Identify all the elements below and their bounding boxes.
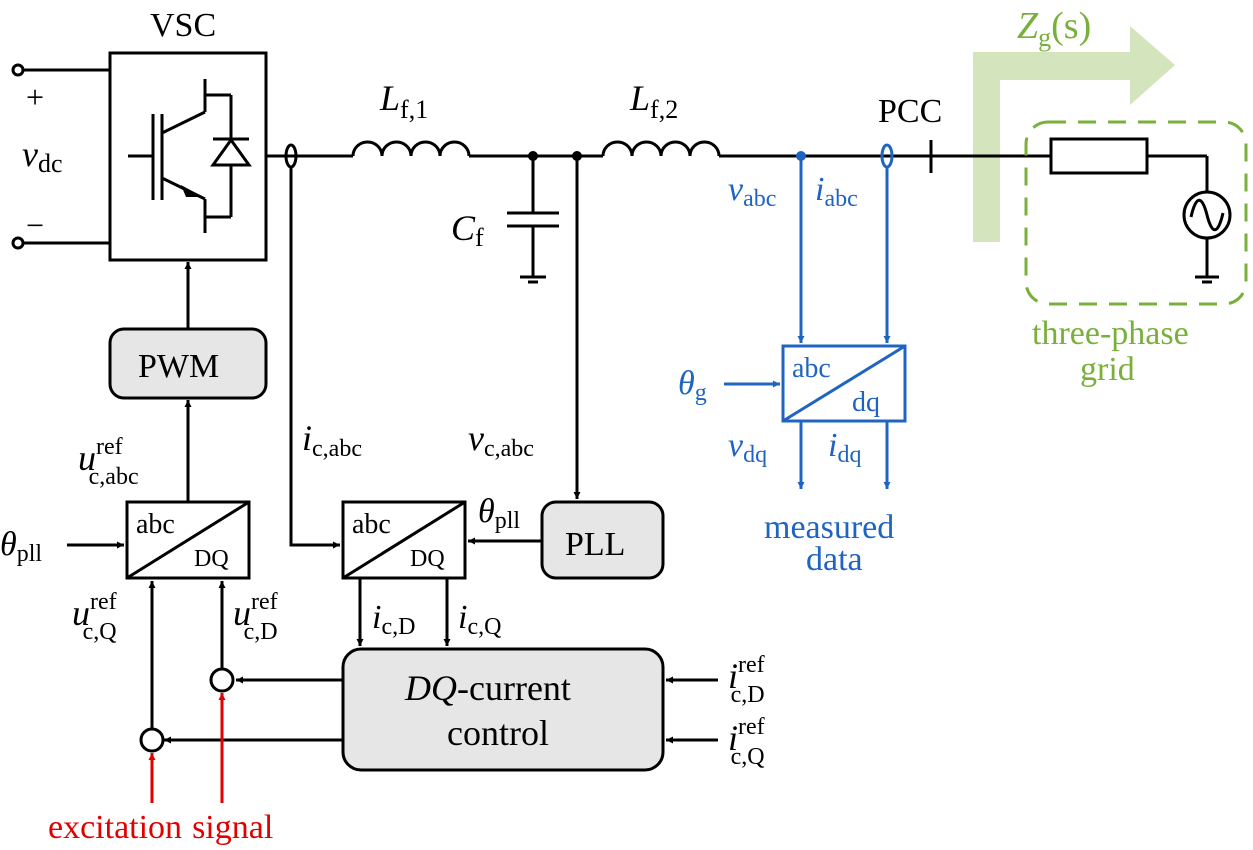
vdc-label: vdc [22, 134, 63, 178]
vsc-block [108, 51, 268, 262]
theta-g-label: θg [678, 365, 707, 406]
i-abc-label: iabc [815, 171, 858, 212]
dq-current-control-block [341, 647, 665, 772]
lf2-label: Lf,2 [629, 78, 678, 124]
meas-transform-bottom: dq [852, 387, 880, 418]
grid-label-line1: three-phase [1032, 315, 1189, 352]
abc-dq-transform-measurement [781, 344, 907, 423]
cf-label: Cf [451, 208, 484, 252]
pcc-label: PCC [878, 93, 942, 130]
abc-dq-transform-1 [125, 500, 251, 580]
abc-dq-transform-2 [341, 500, 467, 580]
dq-control-line1: DQ-current [404, 668, 571, 708]
dc-plus-sign: + [26, 79, 44, 115]
v-abc-label: vabc [728, 171, 776, 212]
inductor-lf2-icon [601, 140, 721, 157]
grid-components [1049, 137, 1232, 284]
idq-label: idq [828, 427, 861, 468]
theta-pll-label-1: θpll [0, 526, 42, 567]
ic-abc-feedback-line [289, 167, 340, 549]
measured-data-line1: measured [764, 509, 894, 546]
pwm-label: PWM [138, 348, 219, 385]
lf1-label: Lf,1 [379, 78, 428, 124]
grid-impedance-label: Zg(s) [1017, 5, 1091, 52]
dc-minus-sign: − [26, 207, 44, 243]
diode-icon [205, 93, 252, 219]
ic-abc-label: ic,abc [302, 418, 362, 462]
measured-data-line2: data [806, 541, 863, 578]
summing-junction-q [139, 727, 165, 753]
transform2-bottom: DQ [410, 546, 445, 572]
vsc-label: VSC [150, 7, 216, 44]
vdq-label: vdq [728, 427, 767, 468]
grid-resistor-icon [1049, 137, 1149, 175]
capacitor-cf-icon [507, 156, 559, 284]
pll-label: PLL [565, 526, 625, 563]
inductor-lf1-icon [351, 140, 471, 157]
three-phase-grid-box [1024, 120, 1248, 306]
dc-terminals [11, 63, 110, 250]
transform1-bottom: DQ [194, 546, 229, 572]
grid-label-line2: grid [1080, 351, 1135, 388]
main-ac-line [266, 140, 1050, 173]
vc-abc-label: vc,abc [468, 418, 534, 462]
summing-junction-d [209, 667, 235, 693]
meas-transform-top: abc [792, 353, 831, 384]
measurement-taps [796, 143, 894, 343]
dq-control-line2: control [447, 713, 549, 753]
icq-label: ic,Q [458, 599, 501, 640]
theta-pll-label-2: θpll [478, 493, 520, 534]
grid-impedance-arrow [973, 26, 1175, 242]
transform1-top: abc [136, 509, 175, 540]
icd-label: ic,D [372, 599, 415, 640]
transform2-top: abc [352, 509, 391, 540]
pwm-block [108, 327, 268, 400]
